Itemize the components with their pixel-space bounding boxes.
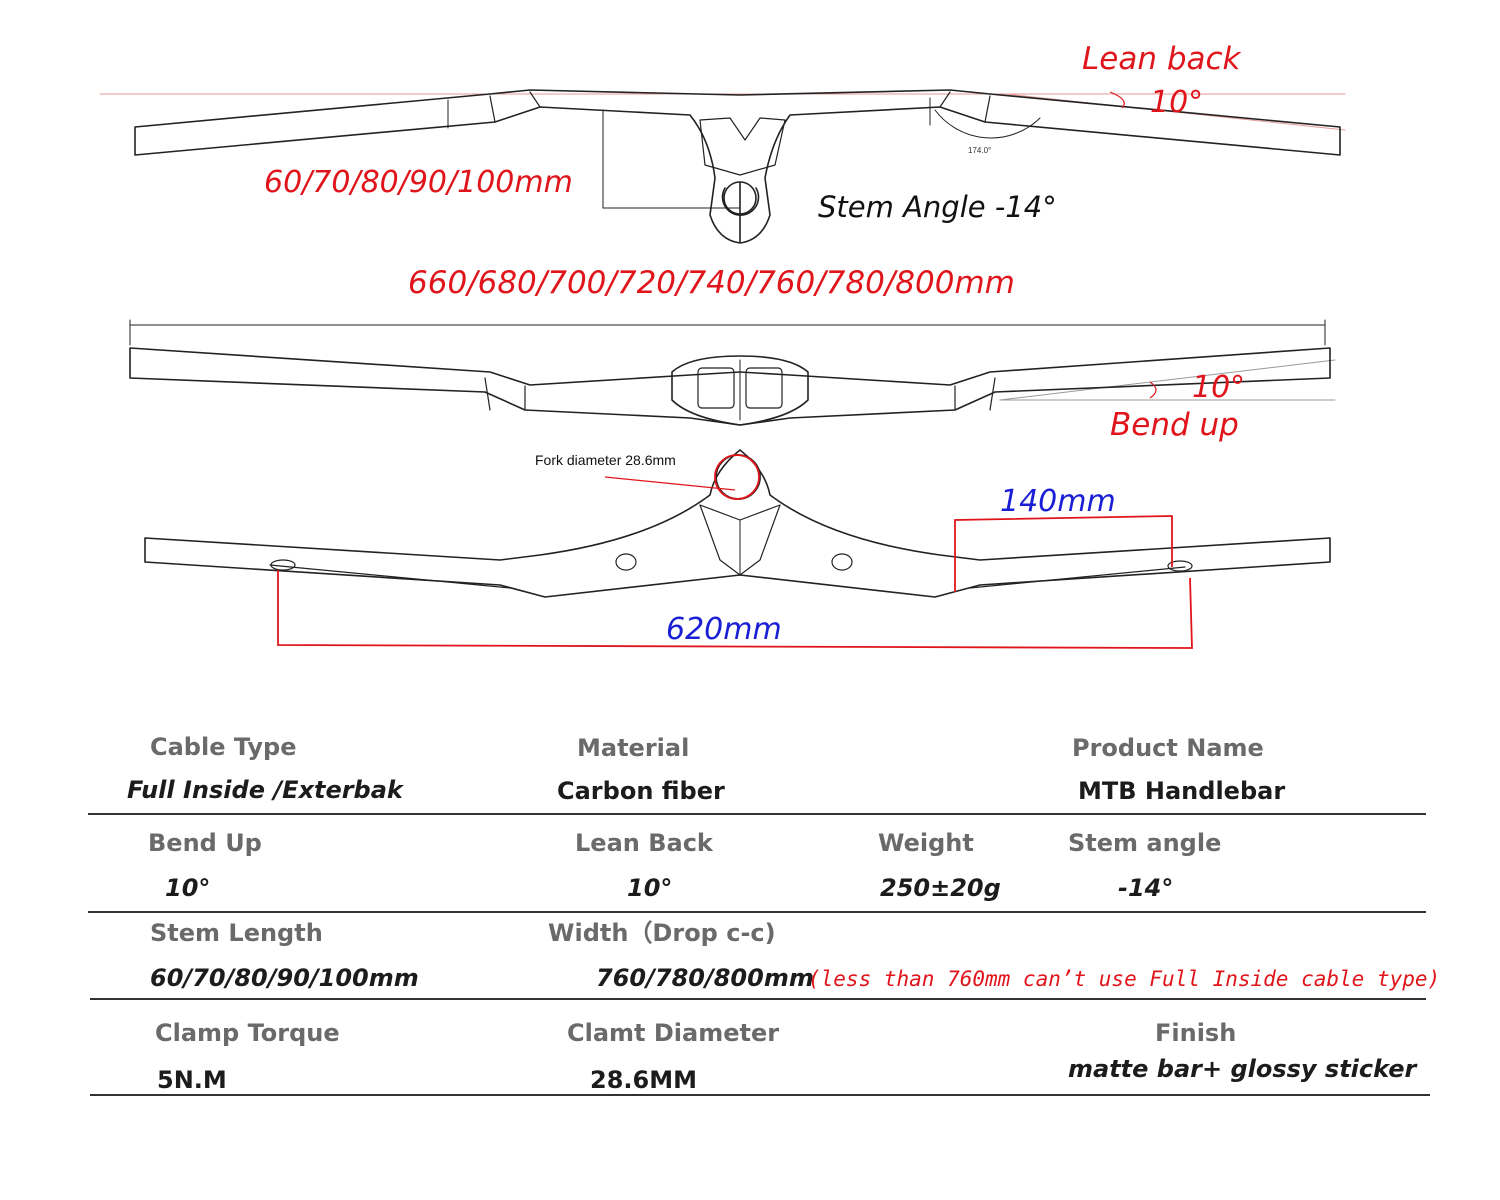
handlebar-drawing xyxy=(99,89,1346,649)
lean-back-label: Lean back xyxy=(1082,41,1241,77)
finish-label: Finish xyxy=(1155,1019,1237,1047)
front-view-stem xyxy=(671,355,809,426)
stem-length-spec-value: 60/70/80/90/100mm xyxy=(150,964,419,992)
table-divider xyxy=(88,813,1426,815)
arc-angle-label: 174.0° xyxy=(968,146,992,155)
cable-type-value: Full Inside /Exterbak xyxy=(127,776,403,804)
material-value: Carbon fiber xyxy=(557,777,725,805)
overall-width-dimension: 660/680/700/720/740/760/780/800mm xyxy=(408,265,1015,301)
clamp-torque-label: Clamp Torque xyxy=(155,1019,340,1047)
table-divider xyxy=(88,911,1426,913)
clamp-diameter-value: 28.6MM xyxy=(590,1066,697,1094)
grip-length-dimension: 140mm xyxy=(1000,484,1116,519)
width-spec-label: Width（Drop c-c) xyxy=(548,919,776,947)
bend-up-angle: 10° xyxy=(1192,370,1246,405)
weight-value: 250±20g xyxy=(880,874,1001,902)
stem-length-spec-label: Stem Length xyxy=(150,919,323,947)
fork-diameter-label: Fork diameter 28.6mm xyxy=(535,452,676,468)
grip-length-bracket xyxy=(954,515,1173,592)
cable-type-label: Cable Type xyxy=(150,733,297,761)
bottom-view-bar-outline xyxy=(144,449,1331,598)
bend-up-spec-value: 10° xyxy=(165,874,211,902)
lean-back-angle: 10° xyxy=(1150,85,1204,120)
handlebar-diagram: Lean back 10° 174.0° 60/70/80/90/100mm S… xyxy=(99,41,1346,649)
bend-up-spec-label: Bend Up xyxy=(148,829,262,857)
clamp-diameter-label: Clamt Diameter xyxy=(567,1019,780,1047)
drop-width-dimension: 620mm xyxy=(666,612,782,647)
stem-angle-label: Stem Angle -14° xyxy=(818,190,1057,224)
width-spec-note: (less than 760mm can’t use Full Inside c… xyxy=(808,967,1441,991)
stem-length-dimension: 60/70/80/90/100mm xyxy=(264,165,573,200)
lean-back-spec-label: Lean Back xyxy=(575,829,713,857)
table-divider xyxy=(90,1094,1430,1096)
stem-angle-spec-label: Stem angle xyxy=(1068,829,1222,857)
product-name-label: Product Name xyxy=(1072,734,1264,762)
material-label: Material xyxy=(577,734,690,762)
lean-back-spec-value: 10° xyxy=(627,874,673,902)
fork-diameter-leader xyxy=(604,476,736,491)
drop-width-bracket xyxy=(277,570,1193,649)
stem-angle-spec-value: -14° xyxy=(1118,874,1174,902)
weight-label: Weight xyxy=(878,829,974,857)
clamp-torque-value: 5N.M xyxy=(157,1066,227,1094)
width-spec-value: 760/780/800mm xyxy=(596,964,814,992)
product-name-value: MTB Handlebar xyxy=(1078,777,1286,805)
bend-up-label: Bend up xyxy=(1110,407,1239,443)
table-divider xyxy=(90,998,1426,1000)
fork-diameter-circle xyxy=(714,454,760,500)
top-view-bar-outline xyxy=(134,89,1341,244)
finish-value: matte bar+ glossy sticker xyxy=(1068,1055,1417,1083)
